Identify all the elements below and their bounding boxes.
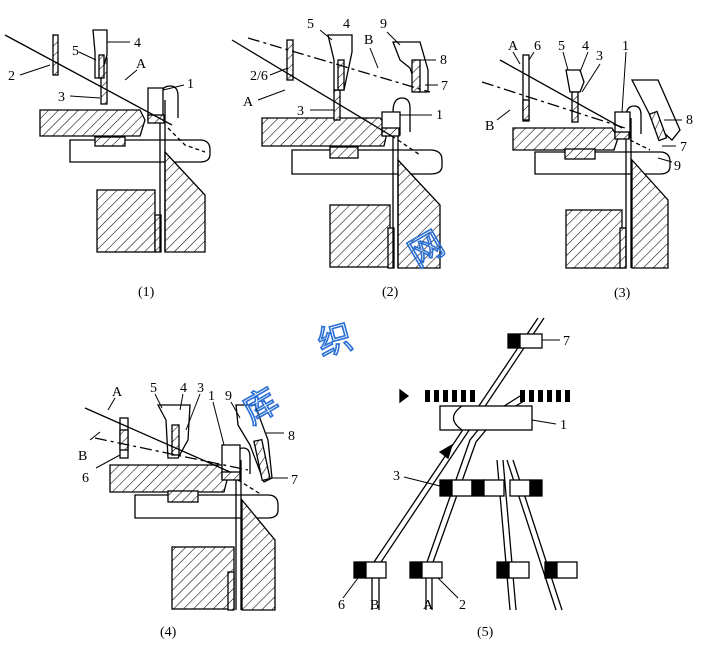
p5-label-1: 1 bbox=[560, 418, 567, 433]
p4-label-8: 8 bbox=[288, 429, 295, 444]
p2-label-7: 7 bbox=[441, 79, 448, 94]
p3-label-A: A bbox=[508, 39, 519, 54]
watermark-char-1: 织 bbox=[314, 317, 357, 364]
p3-caption: (3) bbox=[614, 286, 631, 301]
panel-2 bbox=[231, 34, 443, 269]
p2-label-1: 1 bbox=[436, 108, 443, 123]
p4-label-5: 5 bbox=[150, 381, 157, 396]
p1-caption: (1) bbox=[138, 285, 155, 300]
p2-label-B: B bbox=[364, 33, 373, 48]
p5-label-2: 2 bbox=[459, 598, 466, 613]
panel-1 bbox=[4, 29, 211, 253]
p5-label-7: 7 bbox=[563, 334, 570, 349]
p1-label-5: 5 bbox=[72, 44, 79, 59]
p3-label-3: 3 bbox=[596, 49, 603, 64]
p3-label-1: 1 bbox=[622, 39, 629, 54]
panel-5-labels: 7 1 3 6 B A 2 (5) bbox=[338, 334, 570, 640]
p2-label-4: 4 bbox=[343, 17, 350, 32]
p3-label-5: 5 bbox=[558, 39, 565, 54]
panel-4 bbox=[84, 404, 279, 611]
p2-label-9: 9 bbox=[380, 17, 387, 32]
panel-1-labels: 4 5 2 A 3 1 (1) bbox=[8, 36, 194, 300]
p4-label-1: 1 bbox=[208, 389, 215, 404]
p3-label-9: 9 bbox=[674, 159, 681, 174]
p2-label-3: 3 bbox=[297, 104, 304, 119]
p4-label-4: 4 bbox=[180, 381, 187, 396]
p2-label-8: 8 bbox=[440, 53, 447, 68]
panel-4-labels: A 5 4 3 1 9 8 B 6 7 (4) bbox=[78, 381, 298, 640]
p4-label-B: B bbox=[78, 449, 87, 464]
p5-label-6: 6 bbox=[338, 598, 345, 613]
panel-3 bbox=[481, 54, 681, 269]
p1-label-A: A bbox=[136, 57, 147, 72]
panel-5 bbox=[353, 317, 578, 611]
p3-label-4: 4 bbox=[582, 39, 589, 54]
p4-caption: (4) bbox=[160, 625, 177, 640]
p3-label-8: 8 bbox=[686, 113, 693, 128]
p3-label-B: B bbox=[485, 119, 494, 134]
p5-label-B: B bbox=[370, 598, 379, 613]
panel-3-labels: A 6 5 4 3 1 B 8 7 9 (3) bbox=[485, 39, 693, 301]
p2-label-A: A bbox=[243, 95, 254, 110]
p4-label-7: 7 bbox=[291, 473, 298, 488]
p4-label-9: 9 bbox=[225, 389, 232, 404]
p3-label-6: 6 bbox=[534, 39, 541, 54]
p1-label-2: 2 bbox=[8, 69, 15, 84]
p2-label-2-6: 2/6 bbox=[250, 69, 268, 84]
p1-label-3: 3 bbox=[58, 90, 65, 105]
p4-label-3: 3 bbox=[197, 381, 204, 396]
p3-label-7: 7 bbox=[680, 140, 687, 155]
p5-caption: (5) bbox=[477, 625, 494, 640]
p4-label-6: 6 bbox=[82, 471, 89, 486]
panel-2-labels: 5 4 9 B 8 2/6 7 A 3 1 (2) bbox=[243, 17, 448, 300]
p2-label-5: 5 bbox=[307, 17, 314, 32]
p5-label-3: 3 bbox=[393, 469, 400, 484]
p4-label-A: A bbox=[112, 385, 123, 400]
p2-caption: (2) bbox=[382, 285, 399, 300]
p1-label-4: 4 bbox=[134, 36, 141, 51]
p5-label-A: A bbox=[423, 598, 434, 613]
p1-label-1: 1 bbox=[187, 77, 194, 92]
